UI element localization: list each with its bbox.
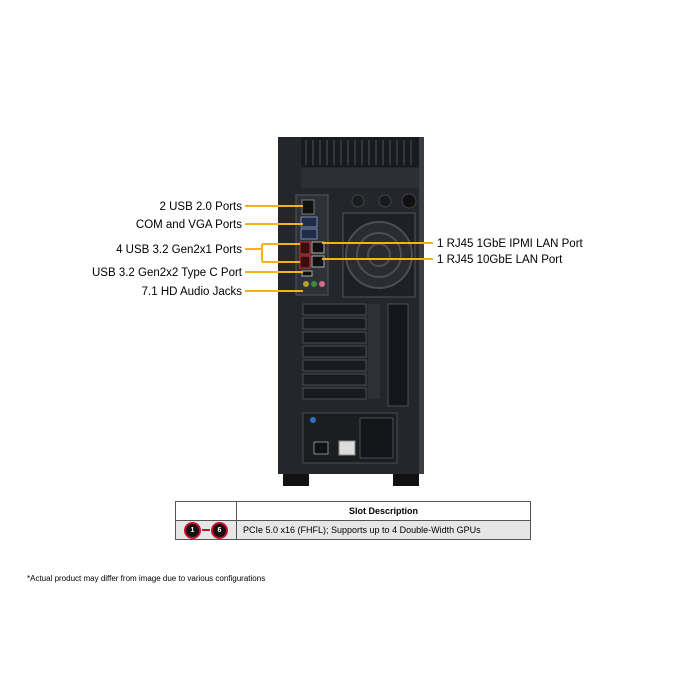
slot-badge-end: 6 <box>211 521 228 539</box>
callout-10gbe-lan: 1 RJ45 10GbE LAN Port <box>437 254 563 266</box>
callout-usbc: USB 3.2 Gen2x2 Type C Port <box>91 267 242 279</box>
callout-usb2: 2 USB 2.0 Ports <box>159 201 242 213</box>
table-header-row: Slot Description <box>175 501 531 521</box>
upper-panel <box>301 168 419 188</box>
slot-row-description: PCIe 5.0 x16 (FHFL); Supports up to 4 Do… <box>236 520 531 540</box>
led <box>310 417 316 423</box>
footnote: *Actual product may differ from image du… <box>27 574 266 583</box>
slot-badge-start: 1 <box>184 521 201 539</box>
rear-fan-grille <box>345 221 413 289</box>
psu-vent <box>359 417 394 459</box>
ipmi-lan-port <box>311 241 325 254</box>
screw <box>378 194 392 208</box>
callout-audio: 7.1 HD Audio Jacks <box>141 286 242 298</box>
usbc-port <box>301 270 313 277</box>
range-dash <box>202 529 210 531</box>
expansion-slots <box>302 303 367 400</box>
callout-ipmi-lan: 1 RJ45 1GbE IPMI LAN Port <box>437 238 583 250</box>
usb2-ports <box>301 199 315 215</box>
screw <box>351 194 365 208</box>
callout-com-vga: COM and VGA Ports <box>135 219 242 231</box>
chassis-foot <box>393 474 419 486</box>
vga-port <box>300 228 318 240</box>
chassis-edge <box>419 137 424 474</box>
usb3-ports-a <box>299 241 311 255</box>
slot-latches <box>368 304 380 399</box>
audio-jack <box>311 281 317 287</box>
side-vent <box>387 303 409 407</box>
usb3-ports-b <box>299 255 311 269</box>
callout-usb3-gen2x1: 4 USB 3.2 Gen2x1 Ports <box>116 244 242 256</box>
top-vent-fins <box>305 140 412 165</box>
callout-leaders <box>245 205 433 292</box>
power-inlet <box>313 441 329 455</box>
top-vent <box>301 137 419 167</box>
table-header-slot-description: Slot Description <box>236 501 531 521</box>
10gbe-lan-port <box>311 255 325 268</box>
chassis-foot <box>283 474 309 486</box>
audio-jack <box>303 281 309 287</box>
com-port <box>300 216 318 228</box>
table-header-blank <box>175 501 237 521</box>
power-switch <box>338 440 356 456</box>
audio-jack <box>319 281 325 287</box>
screw <box>401 193 417 209</box>
